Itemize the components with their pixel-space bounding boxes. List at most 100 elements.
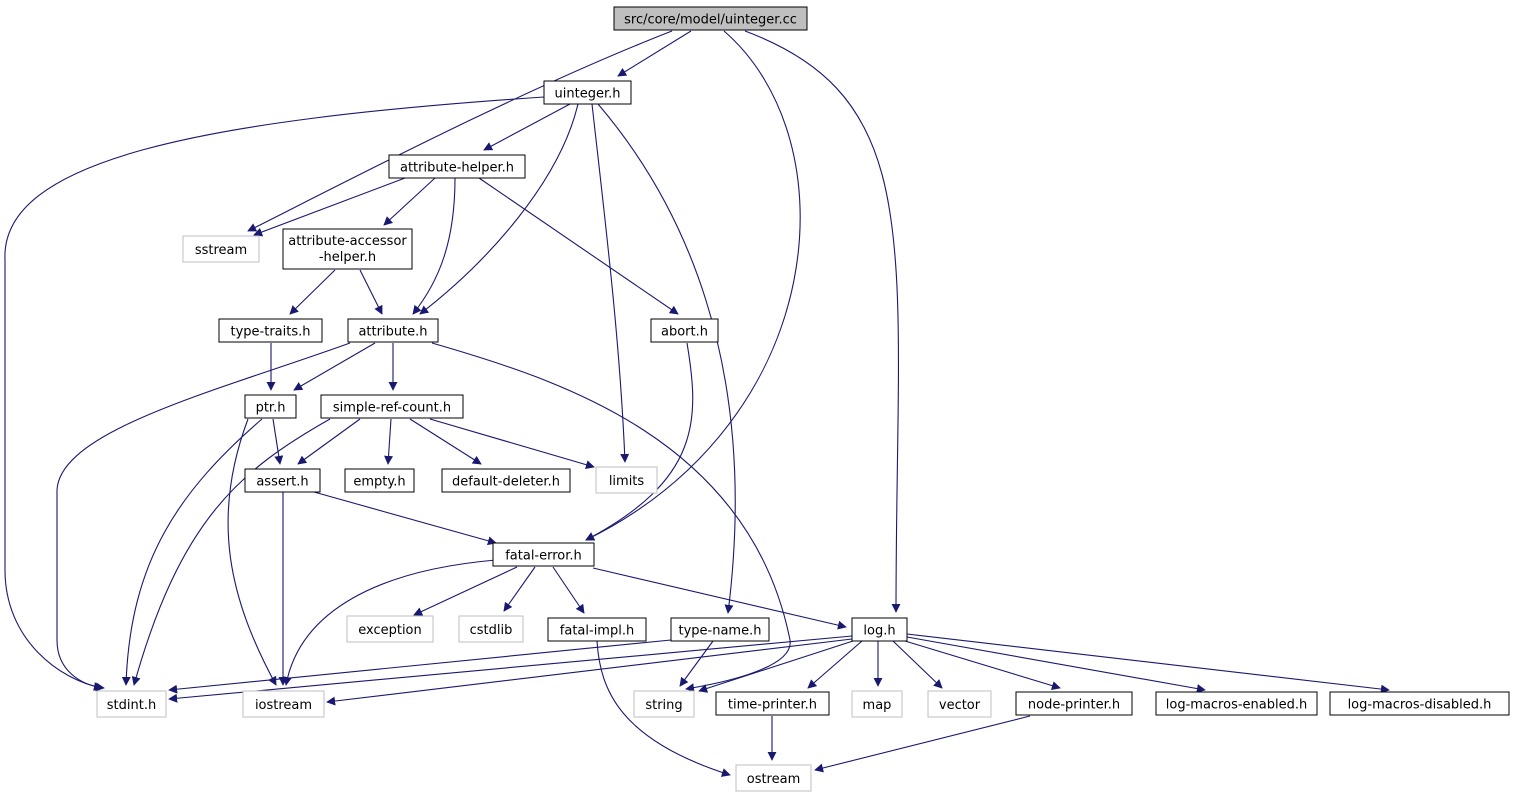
node-box (492, 542, 595, 567)
node-box (244, 468, 321, 493)
node-box (182, 235, 260, 263)
edge-uint-to-stdint (4, 96, 545, 691)
node-exception[interactable]: exception (346, 615, 434, 643)
edge-log-to-string (698, 640, 854, 693)
node-map[interactable]: map (851, 690, 903, 718)
node-iostream[interactable]: iostream (242, 690, 325, 718)
node-ptr-h[interactable]: ptr.h (244, 394, 297, 419)
node-fatal-impl-h[interactable]: fatal-impl.h (547, 617, 647, 642)
node-type-name-h[interactable]: type-name.h (670, 617, 770, 642)
node-label: log-macros-disabled.h (1348, 698, 1492, 713)
edge-log-to-iostream (326, 638, 853, 706)
node-box (242, 690, 325, 718)
edge-ptr-to-assert (272, 418, 284, 465)
edge-uint-to-attrhelper (483, 103, 571, 151)
edge-ah-to-accessor (383, 177, 436, 226)
node-label: default-deleter.h (452, 475, 560, 490)
node-label: exception (358, 623, 422, 638)
edge-uint-to-limits (591, 103, 630, 463)
node-box (458, 615, 524, 643)
node-uinteger-h[interactable]: uinteger.h (543, 80, 632, 105)
node-sstream[interactable]: sstream (182, 235, 260, 263)
node-root[interactable]: src/core/model/uinteger.cc (613, 6, 808, 31)
node-simple-ref-count-h[interactable]: simple-ref-count.h (320, 394, 464, 419)
edge-fatal-to-log (592, 567, 847, 630)
node-box (1155, 691, 1318, 716)
edge-log-to-lmd (906, 633, 1390, 694)
edge-src-to-empty (384, 418, 394, 465)
node-box (218, 318, 323, 343)
node-label: stdint.h (107, 698, 156, 713)
edge-attr-to-stdint (56, 342, 351, 692)
node-default-deleter-h[interactable]: default-deleter.h (441, 468, 571, 493)
edge-log-to-timeprinter (807, 640, 863, 689)
node-stdint-h[interactable]: stdint.h (96, 690, 167, 718)
node-box (346, 615, 434, 643)
node-box (320, 394, 464, 419)
edge-root-to-uinteger (617, 30, 692, 77)
node-assert-h[interactable]: assert.h (244, 468, 321, 493)
node-label: limits (609, 474, 645, 489)
edge-ah-to-attribute (412, 177, 456, 315)
node-time-printer-h[interactable]: time-printer.h (715, 691, 830, 716)
node-label: type-name.h (679, 624, 762, 639)
node-label: simple-ref-count.h (333, 401, 451, 416)
node-box (282, 228, 413, 270)
node-string[interactable]: string (633, 690, 695, 718)
node-box (543, 80, 632, 105)
edge-log-to-lme (906, 636, 1206, 694)
node-log-macros-disabled-h[interactable]: log-macros-disabled.h (1329, 691, 1510, 716)
node-abort-h[interactable]: abort.h (650, 318, 719, 343)
node-attribute-helper-h[interactable]: attribute-helper.h (388, 154, 526, 179)
node-empty-h[interactable]: empty.h (344, 468, 415, 493)
node-label: ostream (747, 772, 801, 787)
node-box (344, 468, 415, 493)
edge-src-to-assert (297, 418, 361, 465)
node-attribute-h[interactable]: attribute.h (347, 318, 439, 343)
node-label: attribute-helper.h (400, 161, 514, 176)
node-box (1015, 691, 1133, 716)
node-fatal-error-h[interactable]: fatal-error.h (492, 542, 595, 567)
edge-src-to-limits (429, 418, 595, 470)
node-box (595, 466, 658, 494)
node-label: cstdlib (470, 623, 513, 638)
node-label: uinteger.h (555, 87, 621, 102)
node-label: assert.h (256, 475, 308, 490)
node-node-printer-h[interactable]: node-printer.h (1015, 691, 1133, 716)
node-limits[interactable]: limits (595, 466, 658, 494)
node-box (388, 154, 526, 179)
node-type-traits-h[interactable]: type-traits.h (218, 318, 323, 343)
node-label: ptr.h (256, 401, 286, 416)
node-box (851, 690, 903, 718)
edge-ah-to-abort (478, 177, 679, 315)
node-label: src/core/model/uinteger.cc (624, 13, 797, 28)
node-box (347, 318, 439, 343)
edge-src-to-stdint (131, 418, 331, 686)
node-label: fatal-impl.h (560, 624, 634, 639)
node-label: empty.h (353, 475, 405, 490)
nodes: src/core/model/uinteger.cc uinteger.h attr… (96, 6, 1510, 792)
edge-assert-to-fatal (313, 491, 497, 546)
edge-ptr-to-iostream (227, 418, 277, 686)
node-label: map (863, 698, 892, 713)
node-cstdlib[interactable]: cstdlib (458, 615, 524, 643)
node-box (441, 468, 571, 493)
node-box (244, 394, 297, 419)
edge-ah-to-sstream (253, 177, 406, 237)
node-label: string (645, 698, 682, 713)
node-box (1329, 691, 1510, 716)
node-label: log.h (863, 624, 895, 639)
node-label: vector (939, 698, 981, 713)
edges (4, 30, 1390, 777)
edge-root-to-sstream (247, 30, 673, 232)
node-vector[interactable]: vector (927, 690, 992, 718)
node-log-h[interactable]: log.h (851, 617, 908, 642)
node-label: type-traits.h (231, 325, 311, 340)
node-ostream[interactable]: ostream (735, 764, 812, 792)
node-box (851, 617, 908, 642)
node-log-macros-enabled-h[interactable]: log-macros-enabled.h (1155, 691, 1318, 716)
node-attribute-accessor-helper[interactable]: attribute-accessor-helper.h (282, 228, 413, 270)
node-box (735, 764, 812, 792)
node-label: attribute.h (358, 325, 427, 340)
